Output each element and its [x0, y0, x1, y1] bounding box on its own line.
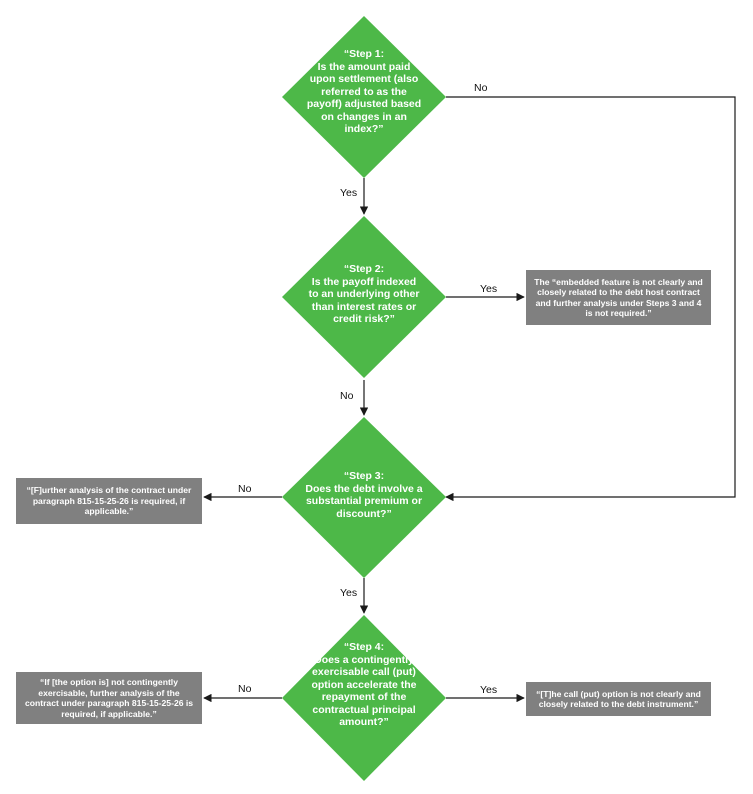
step4-title: “Step 4:: [343, 641, 385, 653]
step3-text: “Step 3: Does the debt involve a substan…: [304, 470, 424, 520]
diamond-step2: [282, 216, 446, 378]
label-step4-no: No: [238, 683, 252, 695]
label-step3-yes: Yes: [340, 587, 358, 599]
step1-title: “Step 1:: [343, 48, 385, 60]
label-step1-yes: Yes: [340, 187, 358, 199]
label-step2-yes: Yes: [480, 283, 498, 295]
diamond-step3: [282, 417, 446, 578]
label-step3-no: No: [238, 483, 252, 495]
outcome-step3-no: “[F]urther analysis of the contract unde…: [16, 478, 202, 524]
outcome-step4-yes: “[T]he call (put) option is not clearly …: [526, 682, 711, 716]
diamond-step1: [282, 16, 446, 178]
label-step4-yes: Yes: [480, 684, 498, 696]
edge-step1-no: [445, 96, 736, 502]
step2-text: “Step 2: Is the payoff indexed to an und…: [306, 263, 422, 326]
step1-question: Is the amount paid upon settlement (also…: [306, 60, 422, 136]
label-step2-no: No: [340, 390, 354, 402]
step3-title: “Step 3:: [343, 470, 385, 482]
step3-question: Does the debt involve a substantial prem…: [305, 482, 423, 520]
step2-question: Is the payoff indexed to an underlying o…: [308, 275, 420, 326]
diamond-step4: [282, 615, 446, 781]
step4-text: “Step 4: Does a contingently exercisable…: [310, 641, 418, 729]
outcome-step2-yes: The “embedded feature is not clearly and…: [526, 270, 711, 325]
step4-question: Does a contingently exercisable call (pu…: [311, 653, 417, 729]
step2-title: “Step 2:: [343, 263, 385, 275]
step1-text: “Step 1: Is the amount paid upon settlem…: [304, 48, 424, 136]
outcome-step4-no: “If [the option is] not contingently exe…: [16, 672, 202, 724]
label-step1-no: No: [474, 82, 488, 94]
